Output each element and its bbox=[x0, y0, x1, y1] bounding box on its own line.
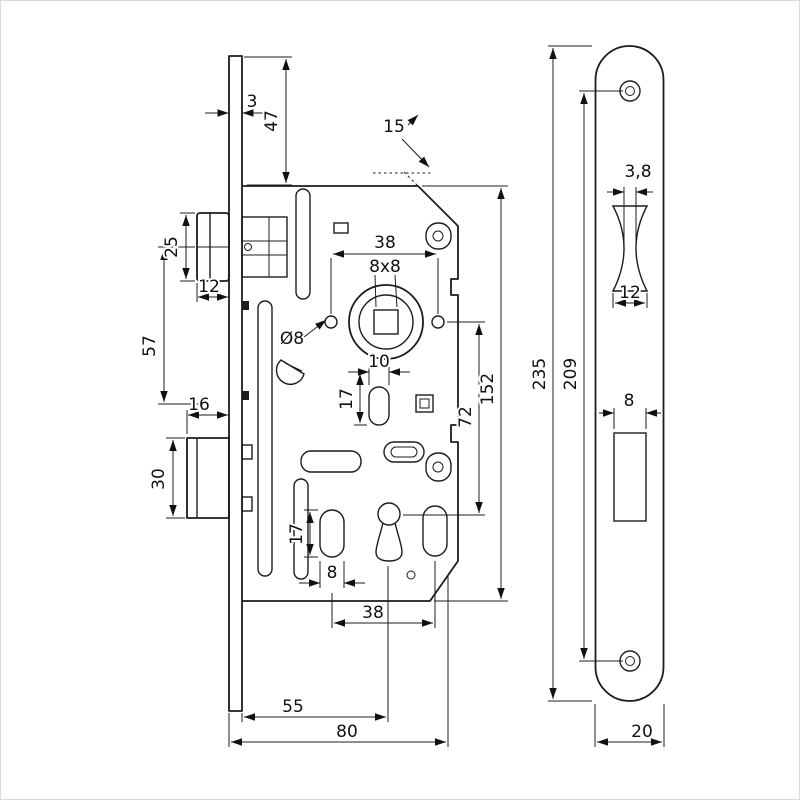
lock-case-outline bbox=[242, 171, 459, 602]
deadbolt-cutout bbox=[613, 432, 647, 522]
faceplate-edge-view bbox=[228, 55, 249, 712]
dim-latch-throw-label: 12 bbox=[198, 277, 220, 297]
dead-bolt bbox=[186, 437, 253, 519]
dim-centre-distance-label: 72 bbox=[456, 406, 476, 428]
dim-screw-centres-label: 209 bbox=[561, 358, 581, 390]
dim-backset-label: 55 bbox=[282, 697, 304, 717]
dim-square-size-label: 8x8 bbox=[369, 257, 401, 277]
faceplate-front-view bbox=[594, 45, 665, 702]
dim-plate-width-label: 20 bbox=[631, 722, 653, 742]
dim-oval-width-label: 10 bbox=[368, 352, 390, 372]
follower-square-hole bbox=[373, 309, 399, 335]
dim-bottom-span-label: 38 bbox=[362, 603, 384, 623]
dim-axis-gap-label: 57 bbox=[140, 335, 160, 357]
dimension-lines bbox=[158, 45, 665, 747]
latch-cutout bbox=[611, 205, 649, 292]
dim-top-offset-label: 47 bbox=[262, 110, 282, 132]
dim-pin-diameter-label: Ø8 bbox=[280, 329, 304, 349]
case-internals bbox=[257, 188, 452, 580]
dim-bolt-height-label: 30 bbox=[149, 468, 169, 490]
dim-cutout-lip-label: 3,8 bbox=[624, 162, 651, 182]
dimension-labels: 3 47 15 25 12 57 16 30 38 8x8 Ø8 10 17 7… bbox=[138, 90, 655, 744]
dim-plate-length-label: 235 bbox=[530, 358, 550, 390]
dim-latch-cutout-width-label: 12 bbox=[619, 283, 641, 303]
dim-follower-span-label: 38 bbox=[374, 233, 396, 253]
follower-outer-circle bbox=[348, 284, 424, 360]
dim-bolt-throw-label: 16 bbox=[188, 395, 210, 415]
dim-bolt-cutout-width-label: 8 bbox=[624, 391, 635, 411]
dim-slot-height-label: 17 bbox=[287, 523, 307, 545]
dim-oval-height-label: 17 bbox=[337, 388, 357, 410]
dim-case-depth-label: 80 bbox=[336, 722, 358, 742]
dim-latch-height-label: 25 bbox=[162, 236, 182, 258]
dim-slot-width-label: 8 bbox=[327, 563, 338, 583]
dim-chamfer-label: 15 bbox=[383, 117, 405, 137]
latch-bolt bbox=[196, 212, 288, 282]
dim-case-height-label: 152 bbox=[478, 373, 498, 405]
keyhole bbox=[377, 502, 401, 526]
dim-plate-thickness-label: 3 bbox=[247, 92, 258, 112]
spring-detent-part bbox=[275, 359, 305, 385]
